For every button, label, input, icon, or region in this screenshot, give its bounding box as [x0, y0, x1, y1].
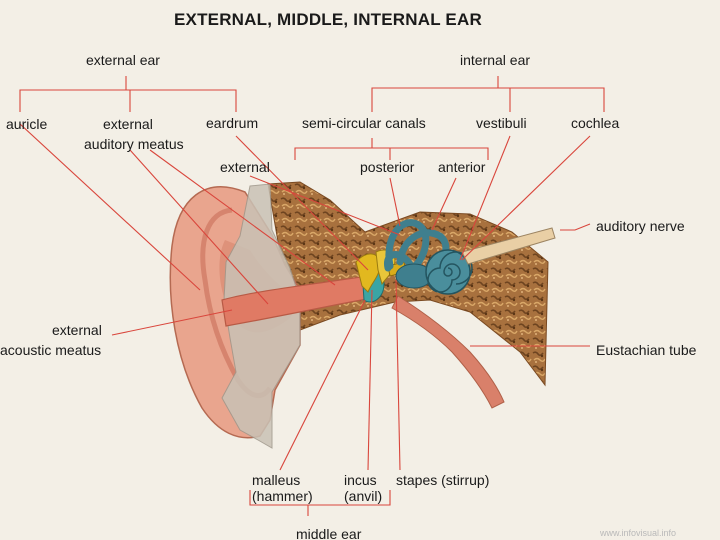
label-external-auditory-meatus-line1: external — [103, 116, 153, 132]
diagram-title: EXTERNAL, MIDDLE, INTERNAL EAR — [174, 10, 482, 29]
label-malleus-line2: (hammer) — [252, 488, 313, 504]
label-auditory-nerve: auditory nerve — [596, 218, 685, 234]
label-middle-ear: middle ear — [296, 526, 362, 540]
label-eardrum: eardrum — [206, 115, 259, 131]
label-external-ear: external ear — [86, 52, 160, 68]
label-cochlea: cochlea — [571, 115, 620, 131]
label-auricle: auricle — [6, 116, 48, 132]
label-incus-line2: (anvil) — [344, 488, 383, 504]
eustachian-tube — [391, 295, 505, 409]
label-internal-ear: internal ear — [460, 52, 531, 68]
label-incus-line1: incus — [344, 472, 377, 488]
label-canal-external: external — [220, 159, 270, 175]
label-eustachian-tube: Eustachian tube — [596, 342, 697, 358]
label-external-acoustic-meatus-line1: external — [52, 322, 102, 338]
label-semicircular-canals: semi-circular canals — [302, 115, 426, 131]
cochlea-shape — [425, 249, 471, 295]
label-canal-posterior: posterior — [360, 159, 415, 175]
label-stapes: stapes (stirrup) — [396, 472, 490, 488]
watermark: www.infovisual.info — [600, 528, 677, 538]
label-external-acoustic-meatus-line2: acoustic meatus — [0, 342, 102, 358]
auditory-nerve-shape — [461, 227, 556, 265]
label-external-auditory-meatus-line2: auditory meatus — [84, 136, 184, 152]
leader-lines — [19, 76, 605, 516]
label-malleus-line1: malleus — [252, 472, 301, 488]
label-canal-anterior: anterior — [438, 159, 486, 175]
label-vestibuli: vestibuli — [476, 115, 527, 131]
